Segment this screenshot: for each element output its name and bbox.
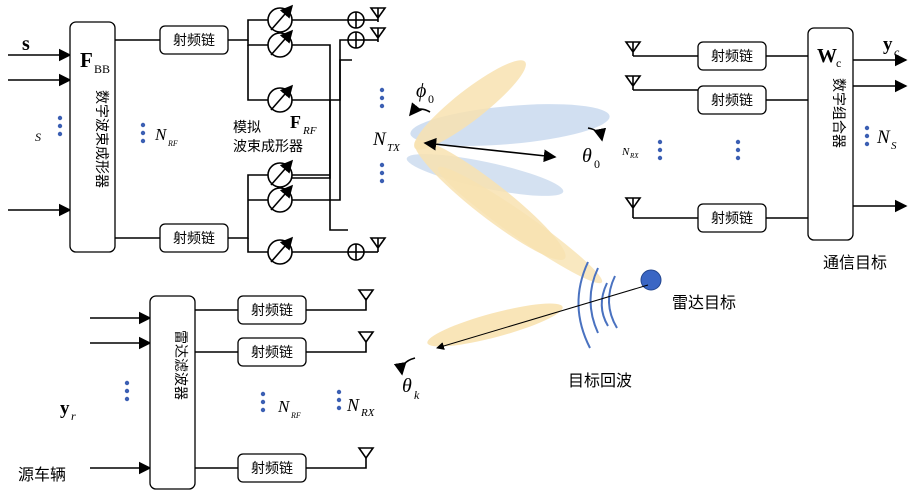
radar-target: 雷达目标 目标回波 θ k [393, 261, 736, 402]
comm-target: θ 0 N RX 射频链 射频链 射频链 W c 数字组合器 [582, 27, 908, 272]
yc-label: y [883, 34, 893, 55]
comm-ns-label: N [876, 127, 891, 148]
comm-target-label: 通信目标 [823, 253, 887, 272]
nrf-dots [140, 122, 146, 144]
digital-beamformer-label: 数字波束成形器 [93, 90, 109, 188]
echo-label: 目标回波 [568, 371, 632, 390]
echo-wave-4 [600, 282, 609, 327]
analog-bf-label-1: 模拟 [233, 120, 261, 136]
comm-rf-chain-2-label: 射频链 [711, 93, 753, 109]
source-vehicle-label: 源车辆 [18, 465, 66, 484]
fbb-label: F [80, 48, 93, 72]
thetak-label: θ [402, 375, 412, 397]
rx-nrf-sub: RF [290, 411, 301, 420]
wc-label: W [817, 45, 837, 67]
beam-yellow-1 [414, 60, 526, 150]
rx-nrf-label: N [277, 397, 291, 416]
comm-rf-chain-1-label: 射频链 [711, 49, 753, 65]
wc-sub: c [836, 56, 841, 70]
fbb-sub: BB [94, 62, 110, 76]
theta0-label: θ [582, 145, 592, 167]
rx-rf-chain-1-label: 射频链 [251, 303, 293, 319]
echo-wave-2 [608, 275, 618, 329]
yc-sub: c [894, 45, 900, 59]
comm-rf-dots [735, 139, 741, 161]
beam-radar-return [427, 303, 563, 347]
theta0-sub: 0 [594, 157, 600, 171]
comm-ns-sub: S [891, 140, 897, 152]
ntx-label: N [372, 129, 387, 150]
beam-yellow-3 [437, 166, 603, 284]
ns-dots [57, 115, 63, 137]
rx-antenna-dots [336, 389, 342, 411]
nrx-comm-label: N [621, 146, 630, 158]
phase-shifter-2 [267, 29, 294, 58]
phi-label: ϕ [416, 80, 426, 102]
nrf-sub: RF [167, 139, 178, 148]
ntx-dots-bottom [379, 162, 385, 184]
radar-target-dot [640, 269, 662, 291]
radar-filter-label: 雷达滤波器 [172, 330, 188, 400]
frf-label: F [290, 112, 301, 132]
yr-sub: r [71, 409, 76, 423]
phase-shifter-4 [267, 159, 294, 188]
rx-nrx-sub: RX [360, 407, 376, 419]
analog-bf-label-2: 波束成形器 [233, 139, 303, 155]
phase-shifter-6 [267, 236, 294, 265]
digital-combiner-box [807, 27, 854, 241]
comm-rf-chain-3-label: 射频链 [711, 211, 753, 227]
beam-lobes [406, 60, 610, 347]
thetak-sub: k [414, 388, 420, 402]
nrf-label: N [154, 125, 168, 144]
phase-shifters [267, 4, 294, 265]
tx-rf-chain-2-label: 射频链 [173, 231, 215, 247]
ns-sub: S [35, 130, 41, 144]
phase-shifter-5 [267, 184, 294, 213]
radar-target-label: 雷达目标 [672, 293, 736, 312]
digital-beamformer-box [69, 21, 116, 253]
phi-sub: 0 [428, 92, 434, 106]
phase-shifter-1 [267, 4, 294, 33]
radar-receiver: y r 雷达滤波器 射频链 射频链 射频链 N RF N RX 源车辆 [18, 289, 376, 490]
digital-combiner-label: 数字组合器 [830, 78, 846, 148]
rx-rf-dots [260, 391, 266, 413]
rx-nrx-label: N [346, 395, 360, 415]
comm-ns-dots [864, 125, 870, 147]
ntx-dots-top [379, 87, 385, 109]
rx-rf-chain-3-label: 射频链 [251, 461, 293, 477]
input-s-label: s [22, 33, 30, 55]
frf-sub: RF [302, 125, 317, 137]
tx-rf-chain-1-label: 射频链 [173, 33, 215, 49]
transmitter: s S F BB 数字波束成形器 N RF 射频链 射频链 [8, 4, 434, 265]
echo-wave-1 [589, 267, 599, 334]
yr-dots [124, 380, 130, 402]
yr-label: y [60, 398, 70, 419]
echo-wave-3 [577, 261, 591, 349]
phase-shifter-3 [267, 84, 294, 113]
radar-filter-box [149, 295, 196, 490]
ntx-sub: TX [387, 142, 401, 154]
echo-arrow [436, 284, 649, 350]
adders [347, 11, 365, 261]
comm-antenna-dots [657, 139, 663, 161]
nrx-comm-sub: RX [629, 152, 639, 160]
tx-antennas [369, 7, 387, 252]
rx-rf-chain-2-label: 射频链 [251, 345, 293, 361]
